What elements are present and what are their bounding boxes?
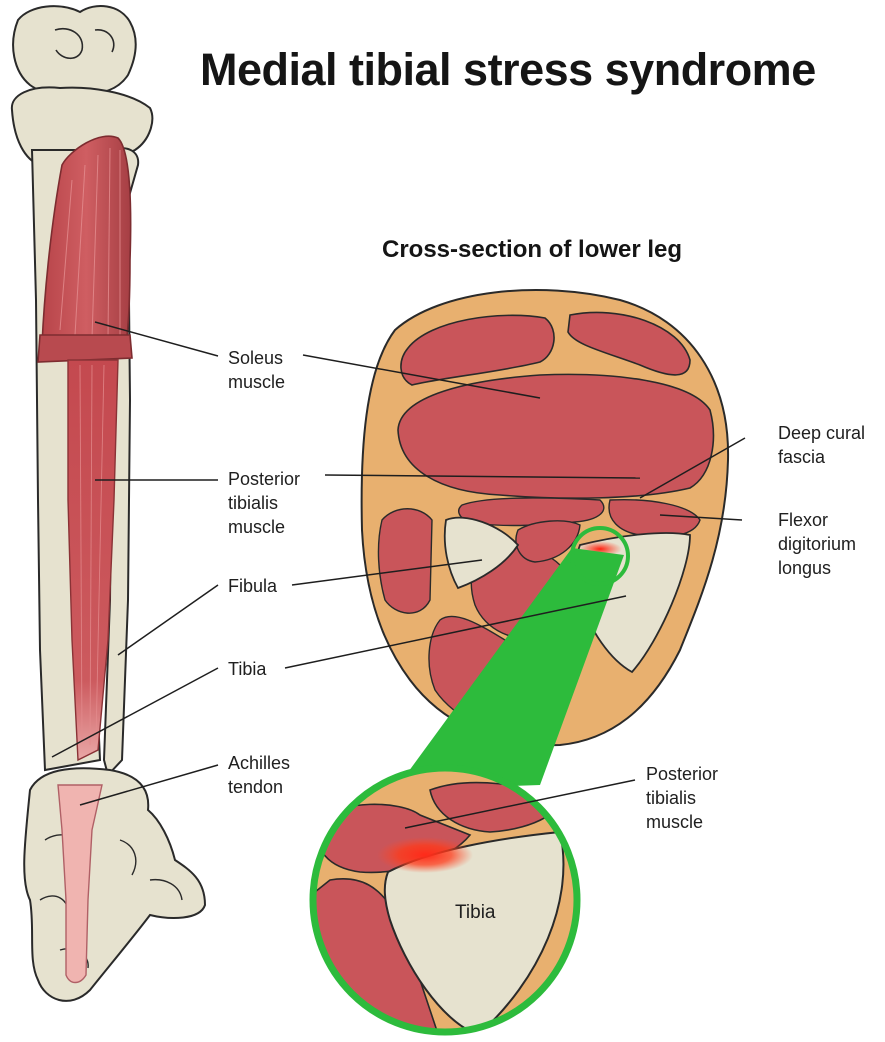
label-line: Posterior [646,762,718,786]
label-line: tibialis [228,491,300,515]
label-line: digitorium [778,532,856,556]
label-line: Flexor [778,508,856,532]
label-posterior-tibialis-left: Posterior tibialis muscle [228,467,300,539]
label-line: Soleus [228,346,285,370]
label-line: muscle [228,515,300,539]
ankle-bones [24,768,205,1001]
label-achilles-tendon: Achilles tendon [228,751,290,799]
label-line: tendon [228,775,290,799]
label-line: Achilles [228,751,290,775]
label-soleus-muscle: Soleus muscle [228,346,285,394]
label-line: Deep cural [778,421,865,445]
label-fibula: Fibula [228,574,277,598]
label-line: Posterior [228,467,300,491]
femur-condyles [13,6,136,95]
label-line: tibialis [646,786,718,810]
label-line: longus [778,556,856,580]
label-line: muscle [228,370,285,394]
inflammation-highlight [377,837,473,873]
label-line: muscle [646,810,718,834]
leg-illustration [12,6,205,1001]
label-line: fascia [778,445,865,469]
label-posterior-tibialis-right: Posterior tibialis muscle [646,762,718,834]
label-deep-cural-fascia: Deep cural fascia [778,421,865,469]
label-line: Tibia [228,657,266,681]
label-line: Fibula [228,574,277,598]
label-tibia: Tibia [228,657,266,681]
page-title: Medial tibial stress syndrome [200,44,880,96]
cross-section-title: Cross-section of lower leg [382,236,782,264]
label-tibia-zoom: Tibia [455,902,495,924]
label-flexor-digitorium-longus: Flexor digitorium longus [778,508,856,580]
